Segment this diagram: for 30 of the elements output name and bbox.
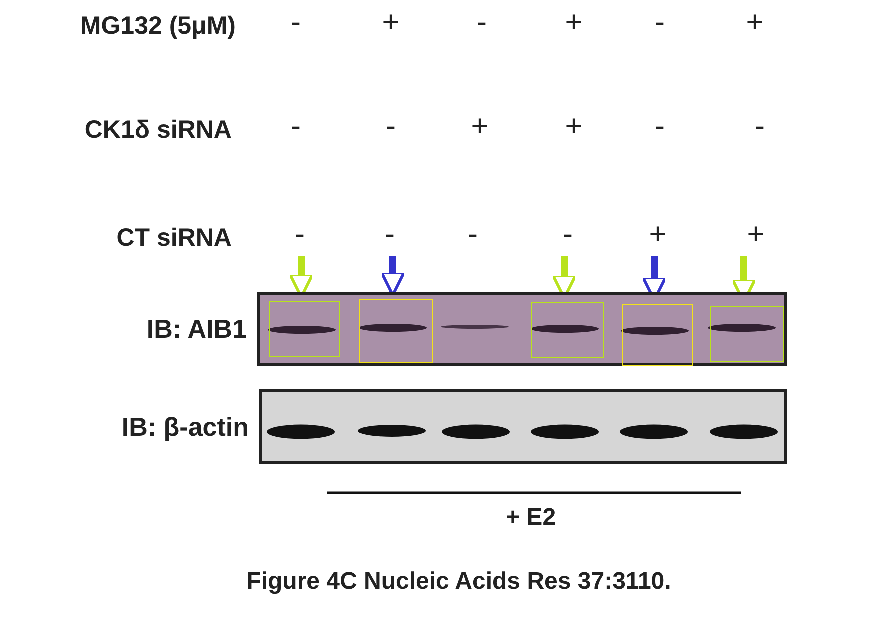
figure-caption: Figure 4C Nucleic Acids Res 37:3110. [246, 570, 672, 594]
treatment-sign: + [471, 112, 489, 142]
treatment-sign: + [746, 8, 764, 38]
treatment-sign: - [291, 8, 301, 38]
treatment-sign: + [565, 8, 583, 38]
treatment-sign: - [386, 112, 396, 142]
treatment-sign: - [385, 220, 395, 250]
treatment-sign: - [295, 220, 305, 250]
treatment-sign: + [565, 112, 583, 142]
treatment-sign: - [563, 220, 573, 250]
treatment-sign: - [468, 220, 478, 250]
treatment-sign: - [291, 112, 301, 142]
highlight-box [269, 301, 340, 357]
highlight-box [359, 299, 433, 363]
treatment-sign: - [655, 112, 665, 142]
blot-label: IB: AIB1 [146, 316, 247, 342]
row-label: CK1δ siRNA [84, 118, 232, 143]
highlight-box [531, 302, 604, 358]
treatment-sign: - [655, 8, 665, 38]
row-label: CT siRNA [116, 226, 232, 251]
treatment-sign: + [649, 220, 667, 250]
blot-label: IB: β-actin [122, 414, 249, 440]
row-label: MG132 (5μM) [80, 14, 236, 39]
highlight-box [710, 306, 784, 362]
treatment-label: + E2 [506, 506, 556, 530]
highlight-box [622, 304, 693, 366]
treatment-sign: - [477, 8, 487, 38]
treatment-sign: - [755, 112, 765, 142]
treatment-sign: + [382, 8, 400, 38]
treatment-sign: + [747, 220, 765, 250]
